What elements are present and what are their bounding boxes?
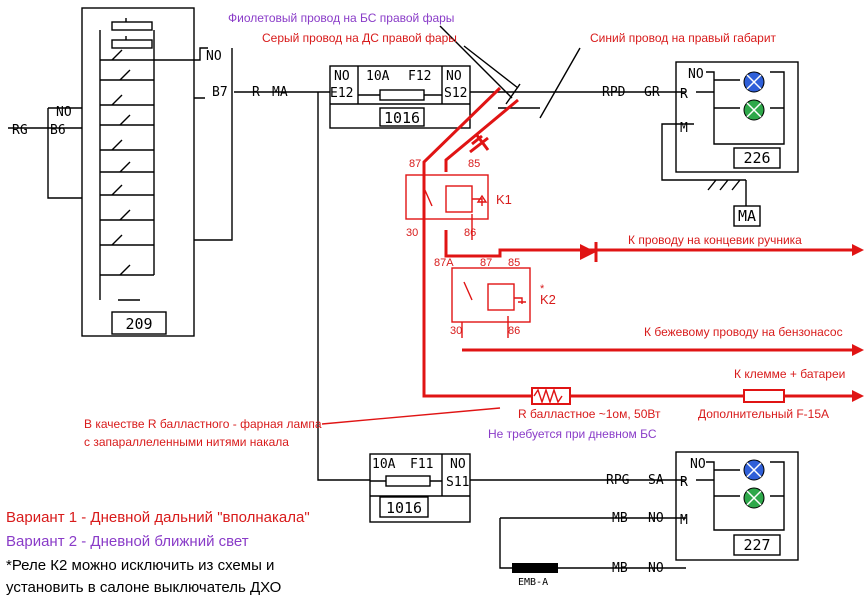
- fuse-f11-block: 1016: [386, 499, 422, 517]
- relay-k1-87: 87: [409, 158, 421, 170]
- fuse-f12-rating: 10A: [366, 69, 390, 84]
- lamp-227-r: R: [680, 475, 688, 490]
- lamp226-wire-gr: GR: [644, 85, 660, 100]
- lamp227-wire-rpg: RPG: [606, 473, 630, 488]
- left-connector-no: NO: [56, 105, 72, 120]
- relay-circuit: 87 85 30 86 K1 87A 87 85 30 86 * K2: [405, 86, 864, 405]
- relay-k2-85: 85: [508, 257, 520, 269]
- relay-k2-86: 86: [508, 325, 520, 337]
- fuse-f12-right-no: NO: [446, 69, 462, 84]
- lamp-227-id: 227: [743, 536, 770, 554]
- relay-k2-star: *: [540, 283, 545, 295]
- wire-r-label: R: [252, 85, 260, 100]
- annotation-handbrake: К проводу на концевик ручника: [628, 233, 802, 247]
- legend-variant-1: Вариант 1 - Дневной дальний "вполнакала": [6, 509, 310, 526]
- relay-k2-87a: 87A: [434, 257, 454, 269]
- lamp-226-r: R: [680, 87, 688, 102]
- legend-note-2: установить в салоне выключатель ДХО: [6, 579, 281, 596]
- fuse-f11-rating: 10A: [372, 457, 396, 472]
- annotation-grey-wire: Серый провод на ДС правой фары: [262, 31, 457, 45]
- fuse-f12-e12: E12: [330, 86, 353, 101]
- lamp-227-no: NO: [690, 457, 706, 472]
- annotation-not-needed: Не требуется при дневном БС: [488, 427, 657, 441]
- lamp-226-id: 226: [743, 149, 770, 167]
- fuse-f11: 10A F11 NO S11 1016: [369, 453, 471, 523]
- relay-k1-label: K1: [496, 192, 512, 207]
- lamp227-wire-sa: SA: [648, 473, 664, 488]
- lamp-226-no: NO: [688, 67, 704, 82]
- lamp226-wire-rpd: RPD: [602, 85, 626, 100]
- lamp227-wire-mb2: MB: [612, 561, 628, 576]
- switch-209: 209 NO B7: [81, 7, 233, 337]
- switch-209-pin-b7: B7: [212, 85, 228, 100]
- left-connector-b6: B6: [50, 123, 66, 138]
- fuse-f11-right-no: NO: [450, 457, 466, 472]
- annotation-extra-fuse: Дополнительный F-15A: [698, 407, 829, 421]
- annotation-battery: К клемме + батареи: [734, 367, 845, 381]
- relay-k1-30: 30: [406, 227, 418, 239]
- lamp-226-ground: MA: [738, 207, 756, 225]
- fuse-f12-left-no: NO: [334, 69, 350, 84]
- fuse-f12-name: F12: [408, 69, 431, 84]
- fuse-f12-block: 1016: [384, 109, 420, 127]
- annotation-fuel-pump: К бежевому проводу на бензонасос: [644, 325, 843, 339]
- annotation-violet-wire: Фиолетовый провод на БС правой фары: [228, 11, 454, 25]
- annotation-lamp-note-1: В качестве R балластного - фарная лампа: [84, 417, 322, 431]
- relay-k1-86: 86: [464, 227, 476, 239]
- annotation-blue-wire: Синий провод на правый габарит: [590, 31, 777, 45]
- annotation-lamp-note-2: с запараллеленными нитями накала: [84, 435, 289, 449]
- relay-k2-30: 30: [450, 325, 462, 337]
- lamp-226-m: M: [680, 121, 688, 136]
- switch-209-pin-no: NO: [206, 49, 222, 64]
- annotation-ballast: R балластное ~1ом, 50Вт: [518, 407, 661, 421]
- lamp227-no-a: NO: [648, 511, 664, 526]
- wire-ma-label: MA: [272, 85, 288, 100]
- fuse-f11-s11: S11: [446, 475, 469, 490]
- left-connector-rg: RG: [12, 123, 28, 138]
- emb-a-connector: [512, 563, 558, 573]
- lamp227-wire-mb: MB: [612, 511, 628, 526]
- left-connector: RG NO B6: [8, 105, 82, 199]
- lamp-227: 227 NO R M: [675, 451, 799, 561]
- relay-k2-87: 87: [480, 257, 492, 269]
- lamp-227-m: M: [680, 513, 688, 528]
- fuse-f12: NO E12 10A F12 NO S12 1016: [329, 65, 471, 129]
- lamp227-no-b: NO: [648, 561, 664, 576]
- lamp227-emb: EMB-A: [518, 577, 548, 588]
- fuse-f11-name: F11: [410, 457, 433, 472]
- legend-note-1: *Реле К2 можно исключить из схемы и: [6, 557, 274, 574]
- lamp-226: 226 NO R M MA: [661, 61, 799, 227]
- legend-variant-2: Вариант 2 - Дневной ближний свет: [6, 533, 249, 550]
- fuse-f12-s12: S12: [444, 86, 467, 101]
- relay-k1-85: 85: [468, 158, 480, 170]
- relay-k2-label: K2: [540, 292, 556, 307]
- switch-209-id: 209: [125, 315, 152, 333]
